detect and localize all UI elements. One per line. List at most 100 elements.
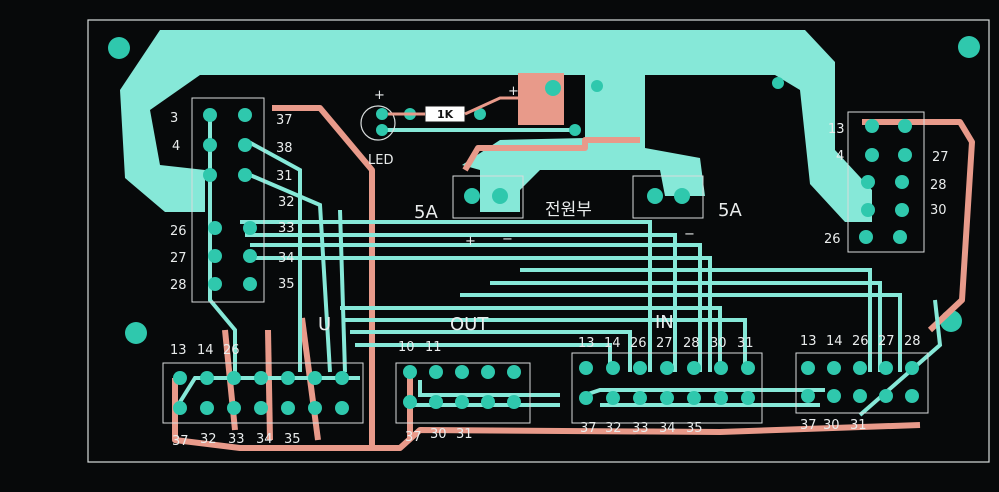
header-pin-pad[interactable]: [455, 395, 469, 409]
left-connector-pin[interactable]: [243, 221, 257, 235]
header-pin-pad[interactable]: [741, 391, 755, 405]
left-connector-pin[interactable]: [208, 277, 222, 291]
left-connector-label: 37: [276, 113, 293, 128]
header-pin-pad[interactable]: [335, 401, 349, 415]
right-connector-pin[interactable]: [895, 175, 909, 189]
header-pin-label: 32: [200, 432, 217, 447]
power-section: 5A 5A 전원부 + − −: [414, 77, 784, 249]
header-pin-pad[interactable]: [606, 391, 620, 405]
header-pin-pad[interactable]: [714, 391, 728, 405]
fuse-right-label: 5A: [718, 200, 742, 221]
header-pin-pad[interactable]: [335, 371, 349, 385]
header-pin-label: 30: [430, 427, 447, 442]
right-connector-pin[interactable]: [895, 203, 909, 217]
header-pin-pad[interactable]: [879, 361, 893, 375]
power-pad[interactable]: [569, 124, 581, 136]
header-pin-pad[interactable]: [827, 361, 841, 375]
header-pin-label: 13: [800, 334, 817, 349]
header-pin-pad[interactable]: [853, 389, 867, 403]
header-pin-pad[interactable]: [429, 395, 443, 409]
header-pin-pad[interactable]: [308, 401, 322, 415]
header-pin-pad[interactable]: [801, 389, 815, 403]
right-connector-pin[interactable]: [898, 148, 912, 162]
left-connector-pin[interactable]: [238, 138, 252, 152]
header-pin-pad[interactable]: [254, 401, 268, 415]
header-pin-pad[interactable]: [853, 361, 867, 375]
header-pin-pad[interactable]: [403, 365, 417, 379]
left-connector-pin[interactable]: [203, 168, 217, 182]
bottom-header-outline: [162, 362, 364, 424]
header-pin-pad[interactable]: [227, 401, 241, 415]
header-pin-pad[interactable]: [633, 391, 647, 405]
right-connector-pin[interactable]: [861, 203, 875, 217]
header-pin-pad[interactable]: [200, 371, 214, 385]
right-connector-pin[interactable]: [865, 148, 879, 162]
header-pin-pad[interactable]: [879, 389, 893, 403]
header-pin-pad[interactable]: [714, 361, 728, 375]
header-pin-pad[interactable]: [507, 365, 521, 379]
left-connector-pin[interactable]: [243, 277, 257, 291]
header-pin-pad[interactable]: [905, 389, 919, 403]
left-connector-pin[interactable]: [238, 168, 252, 182]
resistor-pad[interactable]: [474, 108, 486, 120]
right-connector-pin[interactable]: [898, 119, 912, 133]
header-pin-pad[interactable]: [227, 371, 241, 385]
right-connector-pin[interactable]: [861, 175, 875, 189]
left-connector-pin[interactable]: [208, 249, 222, 263]
header-pin-pad[interactable]: [633, 361, 647, 375]
header-pin-pad[interactable]: [403, 395, 417, 409]
left-connector-pin[interactable]: [208, 221, 222, 235]
header-pin-pad[interactable]: [827, 389, 841, 403]
header-pin-pad[interactable]: [281, 401, 295, 415]
header-pin-pad[interactable]: [455, 365, 469, 379]
header-pin-pad[interactable]: [801, 361, 815, 375]
bottom-header-2: 10 11 37 30 31: [395, 340, 531, 445]
header-pin-pad[interactable]: [308, 371, 322, 385]
header-pin-pad[interactable]: [254, 371, 268, 385]
header-pin-pad[interactable]: [481, 365, 495, 379]
fuse-pad[interactable]: [464, 188, 480, 204]
header-pin-pad[interactable]: [741, 361, 755, 375]
resistor-label: 1K: [437, 108, 454, 121]
header-pin-pad[interactable]: [200, 401, 214, 415]
header-pin-pad[interactable]: [687, 391, 701, 405]
mounting-hole-top-left: [108, 37, 130, 59]
fuse-pad[interactable]: [647, 188, 663, 204]
fuse-pad[interactable]: [674, 188, 690, 204]
right-connector-pin[interactable]: [865, 119, 879, 133]
left-connector-pin[interactable]: [203, 138, 217, 152]
plus-left-label: +: [465, 234, 476, 249]
header-pin-pad[interactable]: [173, 371, 187, 385]
header-pin-pad[interactable]: [507, 395, 521, 409]
left-connector-pin[interactable]: [203, 108, 217, 122]
header-pin-pad[interactable]: [429, 365, 443, 379]
header-pin-pad[interactable]: [606, 361, 620, 375]
header-pin-label: 34: [659, 421, 676, 436]
right-connector-pin[interactable]: [859, 230, 873, 244]
right-connector-pin[interactable]: [893, 230, 907, 244]
power-pad[interactable]: [545, 80, 561, 96]
left-connector-pin[interactable]: [238, 108, 252, 122]
header-pin-label: 34: [256, 432, 273, 447]
minus-right-label: −: [684, 227, 695, 242]
header-pin-pad[interactable]: [660, 391, 674, 405]
header-pin-pad[interactable]: [579, 361, 593, 375]
header-pin-pad[interactable]: [660, 361, 674, 375]
header-pin-label: 26: [852, 334, 869, 349]
bottom-header-outline: [395, 362, 531, 424]
left-connector-pin[interactable]: [243, 249, 257, 263]
header-pin-pad[interactable]: [687, 361, 701, 375]
header-pin-pad[interactable]: [579, 391, 593, 405]
fuse-pad[interactable]: [492, 188, 508, 204]
power-pad[interactable]: [772, 77, 784, 89]
header-pin-label: 30: [823, 418, 840, 433]
header-pin-label: 30: [710, 336, 727, 351]
header-pin-pad[interactable]: [481, 395, 495, 409]
header-pin-pad[interactable]: [281, 371, 295, 385]
power-pad[interactable]: [591, 80, 603, 92]
led-pad[interactable]: [376, 108, 388, 120]
led-pad[interactable]: [376, 124, 388, 136]
header-pin-pad[interactable]: [173, 401, 187, 415]
header-pin-pad[interactable]: [905, 361, 919, 375]
